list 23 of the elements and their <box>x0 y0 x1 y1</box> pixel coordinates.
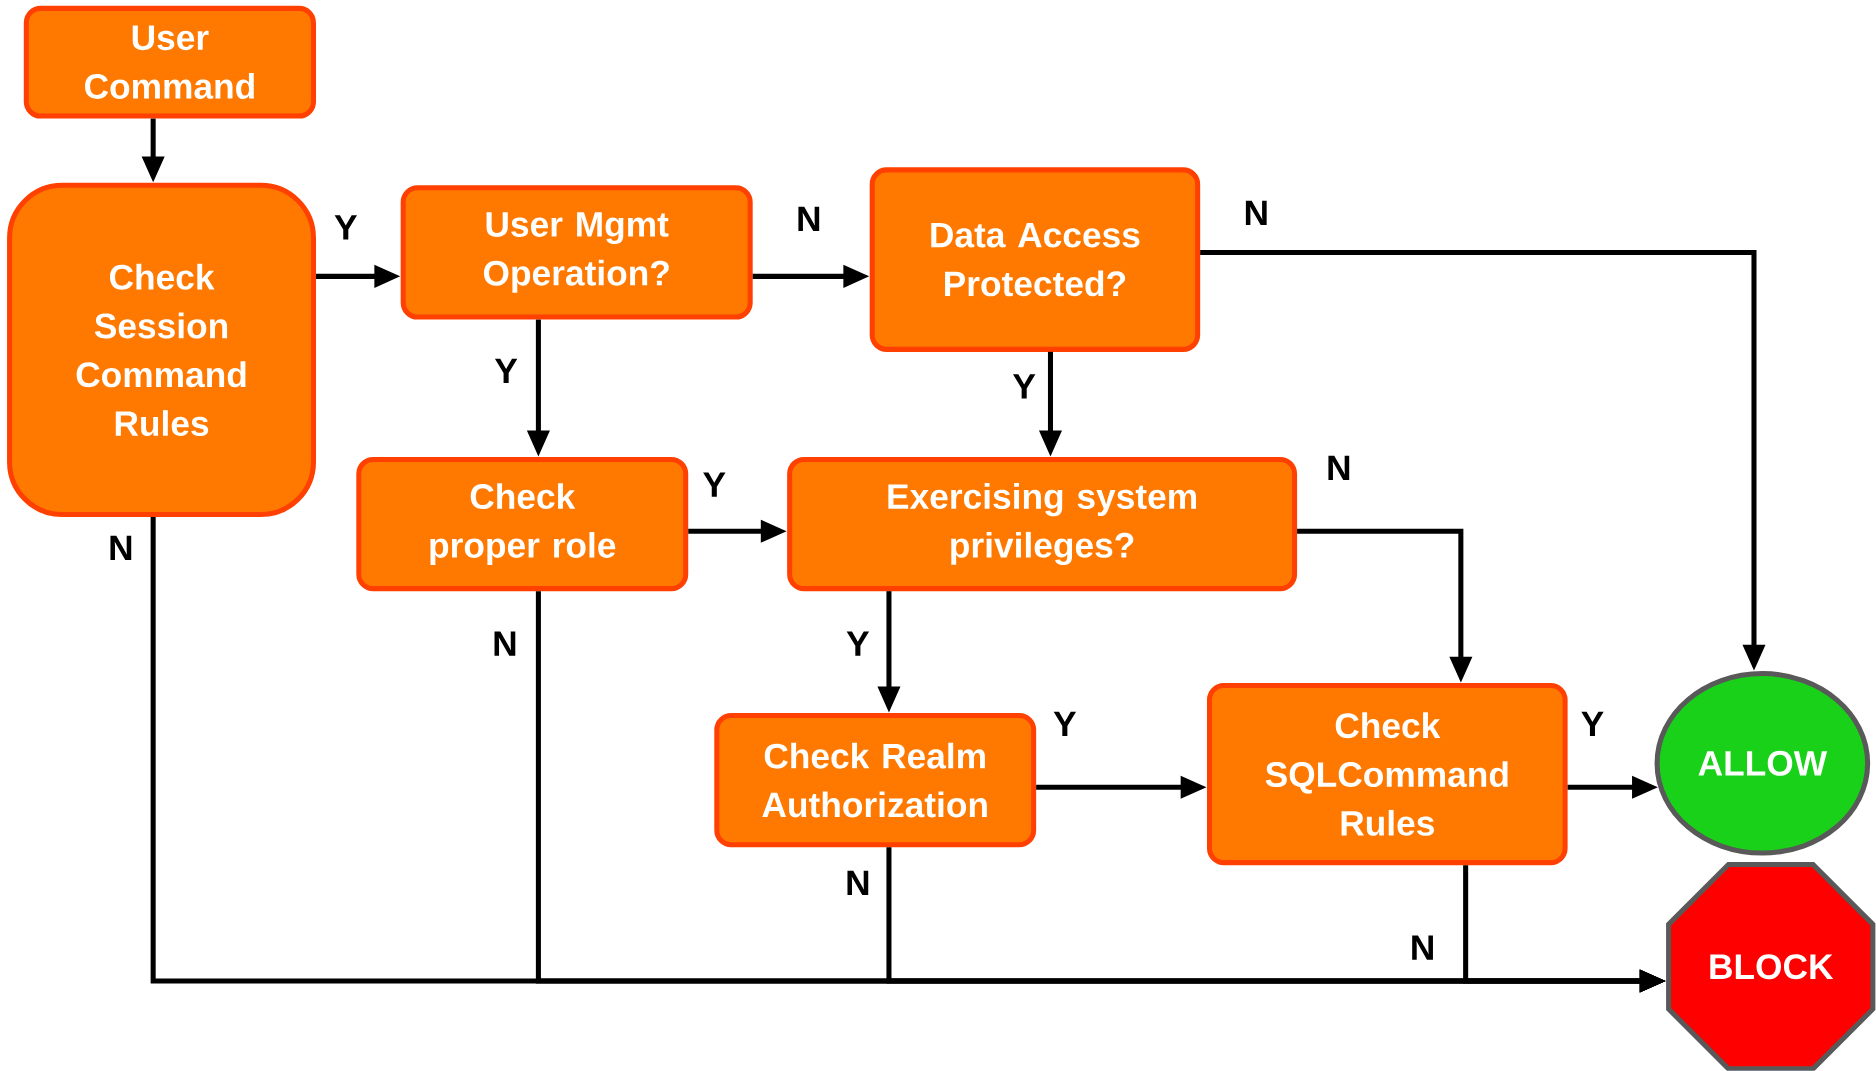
edge-label: Y <box>844 629 872 658</box>
edge-label: Y <box>700 470 728 499</box>
edge-label: N <box>843 869 873 897</box>
edge-label: N <box>106 534 136 562</box>
edge-label: Y <box>1051 710 1079 738</box>
edge-label: N <box>794 205 824 233</box>
process-box: Check proper role <box>356 457 689 592</box>
process-box: Check Realm Authorization <box>714 713 1037 848</box>
edge-label: N <box>1324 454 1354 482</box>
edge-label: N <box>1241 199 1271 227</box>
edge-label: N <box>490 629 520 658</box>
process-box: Check SQLCommand Rules <box>1207 683 1568 866</box>
process-box: Exercising system privileges? <box>787 457 1298 592</box>
process-box: Data Access Protected? <box>869 167 1201 352</box>
edge-label: Y <box>492 357 520 385</box>
edge-label: Y <box>1579 710 1606 738</box>
process-box: User Mgmt Operation? <box>400 185 753 320</box>
edge-label: Y <box>332 213 360 242</box>
process-box: Check Session Command Rules <box>7 182 316 518</box>
edge-label: Y <box>1010 372 1038 401</box>
stop-octagon: BLOCK <box>1666 862 1876 1071</box>
process-box: User Command <box>23 5 316 119</box>
edge-label: N <box>1408 933 1437 962</box>
